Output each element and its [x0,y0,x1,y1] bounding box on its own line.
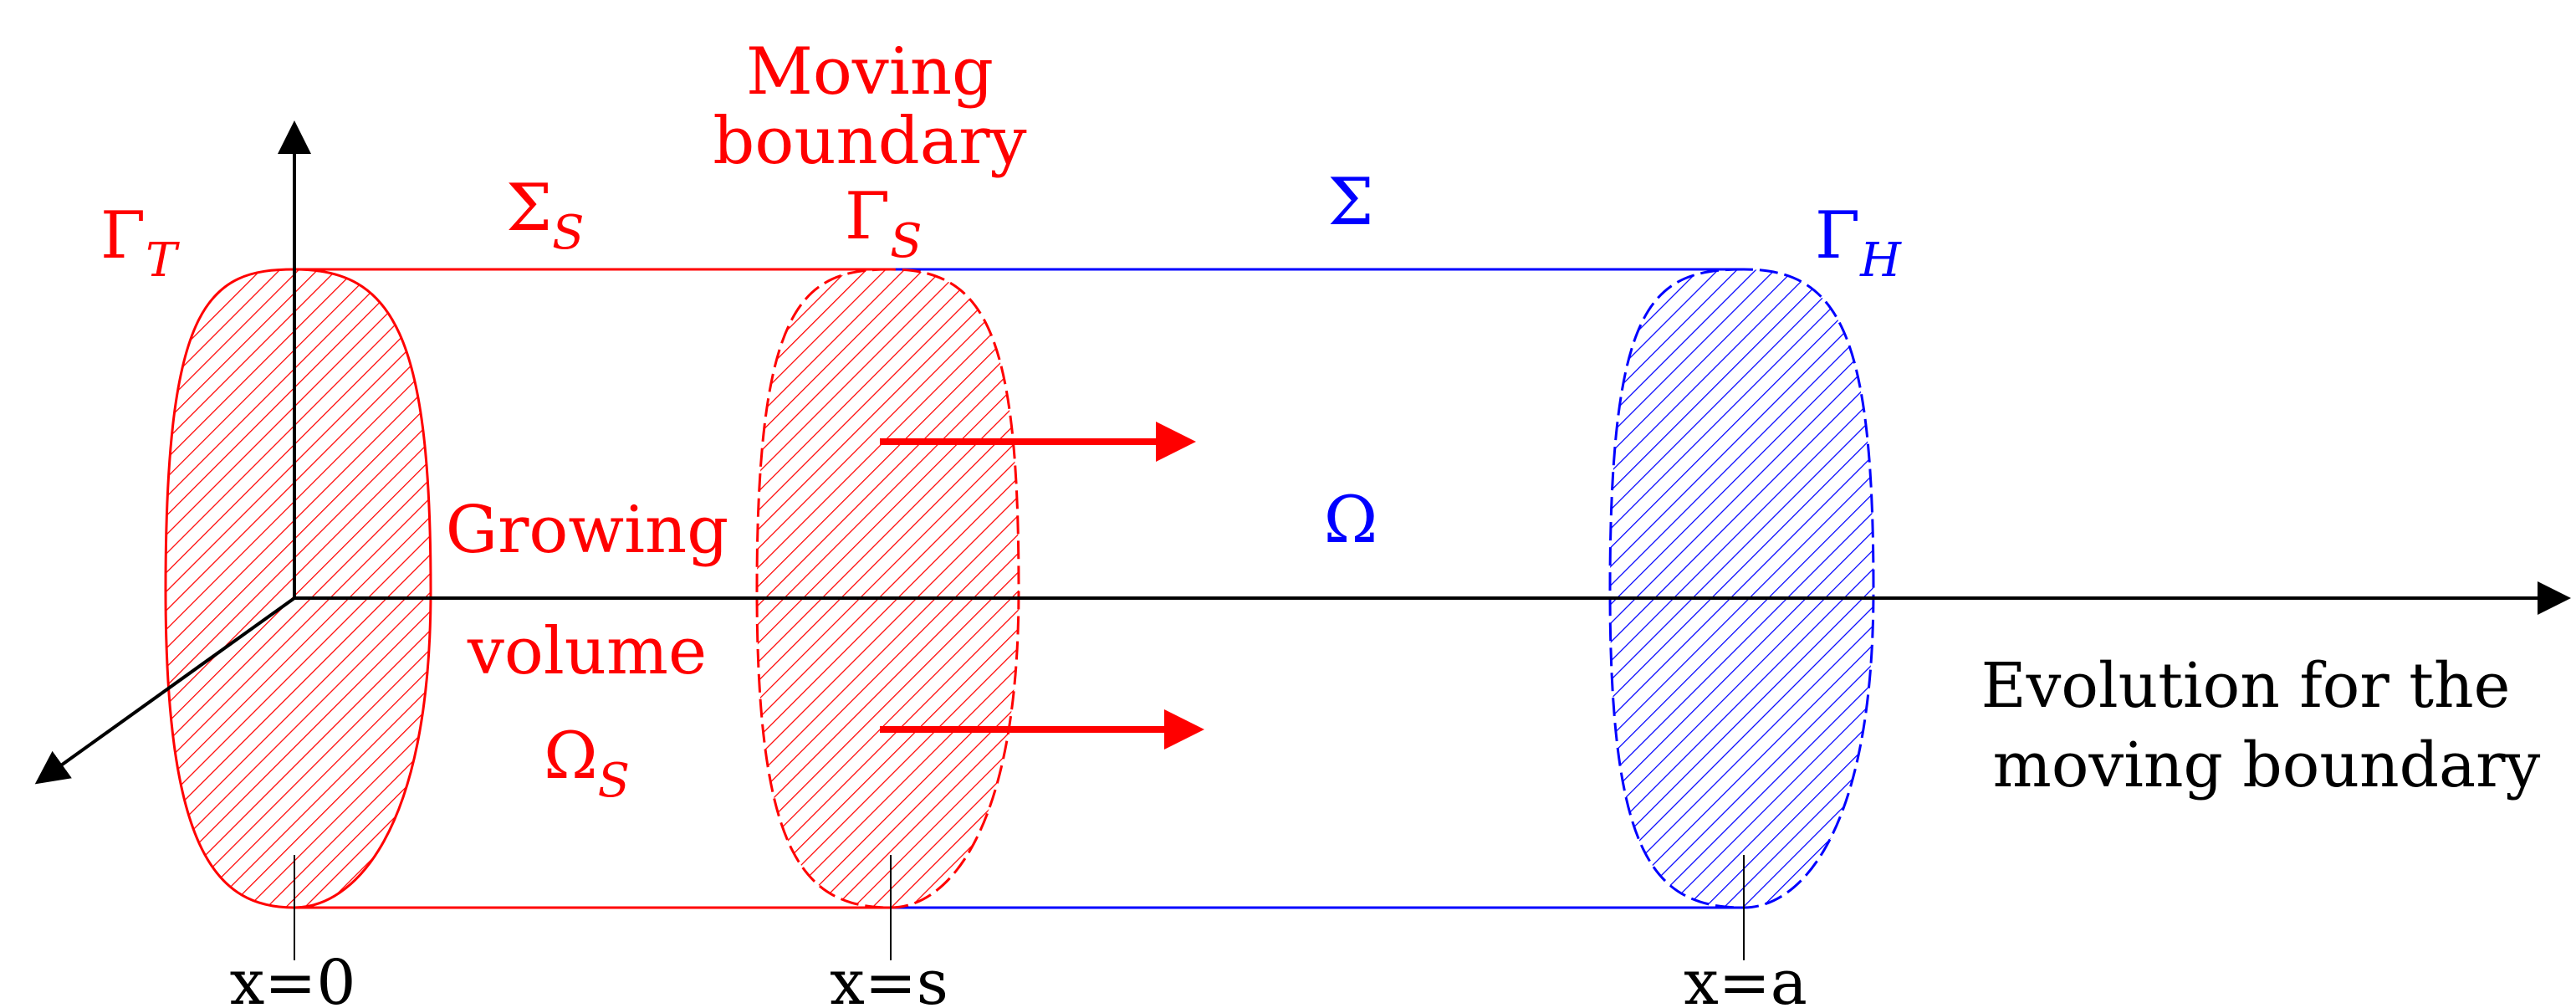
x0-label: x=0 [230,947,356,1008]
gamma-s-cross-section [755,268,1020,909]
omega-s-label: ΩS [544,719,630,808]
moving-boundary-title-line2: boundary [713,104,1026,179]
evolution-label-line2: moving boundary [1993,729,2541,801]
xa-label: x=a [1684,947,1807,1008]
growing-volume-line1: Growing [446,493,728,568]
omega-label: Ω [1324,483,1378,558]
gamma-h-label: ΓH [1815,198,1902,288]
gamma-h-cross-section [1608,268,1875,909]
gamma-t-cross-section [164,268,432,909]
gamma-t-label: ΓT [100,198,180,288]
growing-volume-line2: volume [467,614,707,689]
sigma-s-label: ΣS [506,171,585,260]
depth-axis [34,596,296,785]
moving-boundary-title-line1: Moving [746,34,994,110]
evolution-label-line1: Evolution for the [1981,650,2511,722]
xs-label: x=s [830,947,948,1008]
gamma-s-label: ΓS [845,179,923,269]
sigma-label: Σ [1327,165,1373,240]
